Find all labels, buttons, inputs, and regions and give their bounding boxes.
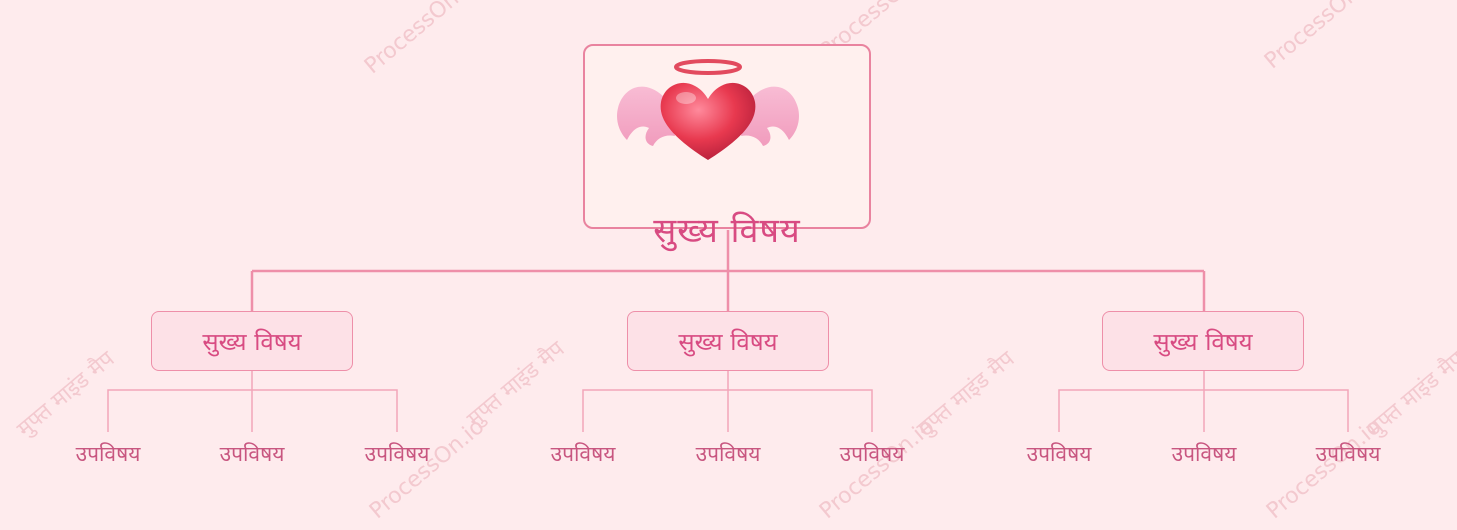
leaf-connector [107,371,398,432]
root-topic-label: सुख्य विषय [653,211,801,251]
branch-topic-label: सुख्य विषय [1153,327,1253,356]
subtopic-node[interactable]: उपविषय [695,442,761,466]
subtopic-node[interactable]: उपविषय [364,442,430,466]
branch-topic-label: सुख्य विषय [202,327,302,356]
subtopic-node[interactable]: उपविषय [1315,442,1381,466]
branch-topic[interactable]: सुख्य विषय [1102,311,1304,371]
leaf-connector [1058,371,1349,432]
winged-heart-icon [617,59,799,160]
branch-topic-label: सुख्य विषय [678,327,778,356]
subtopic-node[interactable]: उपविषय [1026,442,1092,466]
leaf-connector [582,371,873,432]
root-topic[interactable]: सुख्य विषय [583,44,871,248]
branch-topic[interactable]: सुख्य विषय [151,311,353,371]
subtopic-node[interactable]: उपविषय [219,442,285,466]
subtopic-node[interactable]: उपविषय [550,442,616,466]
subtopic-node[interactable]: उपविषय [1171,442,1237,466]
subtopic-node[interactable]: उपविषय [839,442,905,466]
subtopic-node[interactable]: उपविषय [75,442,141,466]
branch-topic[interactable]: सुख्य विषय [627,311,829,371]
